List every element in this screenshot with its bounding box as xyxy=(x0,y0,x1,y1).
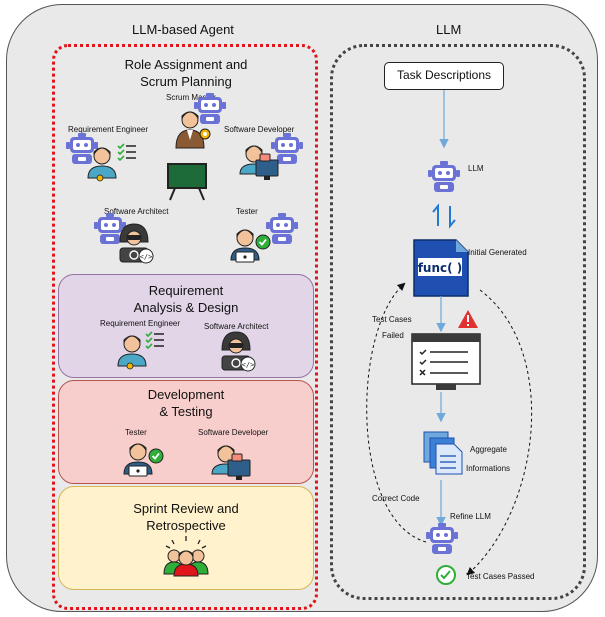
review-title-line-1: Sprint Review and xyxy=(133,501,239,516)
llm-label: LLM xyxy=(468,164,484,173)
review-phase-title: Sprint Review and Retrospective xyxy=(58,500,314,534)
llm-panel xyxy=(330,44,586,600)
role-title-line-1: Role Assignment and xyxy=(124,57,248,72)
test-cases-passed-label: Test Cases Passed xyxy=(466,572,535,581)
robot-icon xyxy=(266,213,298,244)
analysis-phase-title: Requirement Analysis & Design xyxy=(58,282,314,316)
initial-generated-label: Initial Generated xyxy=(468,248,527,257)
refine-llm-robot-icon xyxy=(426,523,458,554)
llm-agent-panel xyxy=(52,44,318,610)
role-title-line-2: Scrum Planning xyxy=(140,74,232,89)
task-descriptions-box xyxy=(384,62,504,90)
label-requirement-engineer-1: Requirement Engineer xyxy=(68,125,149,134)
robot-icon xyxy=(271,133,303,164)
checklist-icon xyxy=(145,331,165,349)
label-software-architect-1: Software Architect xyxy=(104,207,169,216)
whiteboard-icon xyxy=(167,163,207,201)
label-software-architect-2: Software Architect xyxy=(204,322,269,331)
label-tester-2: Tester xyxy=(125,428,147,437)
label-tester-1: Tester xyxy=(236,207,258,216)
test-cases-failed-label: Test Cases Failed xyxy=(372,312,412,344)
correct-code-label: Correct Code xyxy=(372,494,420,503)
requirement-engineer-icon xyxy=(87,147,117,182)
label-software-developer-1: Software Developer xyxy=(224,125,295,134)
scrum-master-icon xyxy=(175,111,211,149)
tester-icon xyxy=(123,443,164,477)
checklist-icon xyxy=(117,143,137,161)
documents-icon xyxy=(423,431,463,475)
label-scrum-master: Scrum Master xyxy=(166,93,216,102)
task-descriptions-label: Task Descriptions xyxy=(396,68,492,82)
right-panel-title: LLM xyxy=(436,22,462,37)
role-phase-title: Role Assignment and Scrum Planning xyxy=(58,56,314,90)
development-title-line-1: Development xyxy=(147,387,225,402)
test-report-window-icon xyxy=(411,333,481,390)
aggregate-line-1: Aggregate xyxy=(470,445,507,454)
software-developer-icon xyxy=(211,445,251,481)
software-architect-icon xyxy=(221,331,256,372)
test-cases-failed-line-2: Failed xyxy=(382,331,404,340)
dashed-arrow-correct-code xyxy=(366,282,427,543)
tester-icon xyxy=(230,229,271,263)
label-software-developer-2: Software Developer xyxy=(198,428,269,437)
analysis-phase-box xyxy=(58,274,314,378)
left-panel-title: LLM-based Agent xyxy=(132,22,234,37)
refine-llm-label: Refine LLM xyxy=(450,512,491,521)
dashed-arrow-tests-passed xyxy=(466,289,532,576)
development-phase-title: Development & Testing xyxy=(58,386,314,420)
team-icon xyxy=(163,536,209,577)
development-phase-box xyxy=(58,380,314,484)
review-title-line-2: Retrospective xyxy=(146,518,226,533)
aggregate-label: Aggregate Informations xyxy=(466,440,510,478)
aggregate-line-2: Informations xyxy=(466,464,511,473)
requirement-engineer-icon xyxy=(117,335,147,370)
label-requirement-engineer-2: Requirement Engineer xyxy=(100,319,181,328)
func-label: func( ) xyxy=(418,261,463,275)
analysis-title-line-2: Analysis & Design xyxy=(133,300,239,315)
robot-icon xyxy=(66,133,98,164)
test-cases-failed-line-1: Test Cases xyxy=(372,315,412,324)
software-developer-icon xyxy=(239,145,279,181)
analysis-title-line-1: Requirement xyxy=(148,283,224,298)
development-title-line-2: & Testing xyxy=(159,404,213,419)
func-document-icon xyxy=(413,239,469,297)
check-icon xyxy=(436,565,456,585)
bidirectional-arrow-icon xyxy=(432,203,456,229)
robot-icon xyxy=(194,93,226,124)
warning-icon xyxy=(458,310,478,328)
llm-robot-icon xyxy=(428,161,460,192)
software-architect-icon xyxy=(119,223,154,264)
